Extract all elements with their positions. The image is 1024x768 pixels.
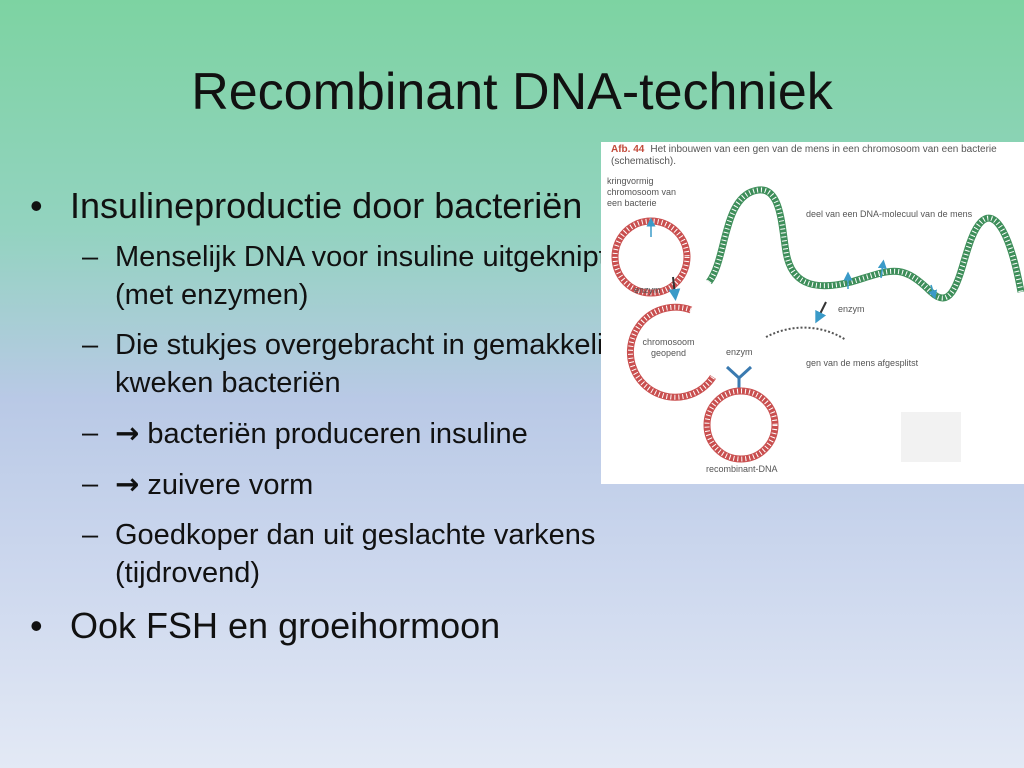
bullet-mark: •	[30, 605, 43, 646]
right-arrow-icon: →	[115, 416, 140, 450]
figure-number: Afb. 44	[611, 144, 645, 155]
sub-bullet-item: – Goedkoper dan uit geslachte varkens (t…	[30, 516, 670, 592]
bullet-text: Insulineproductie door bacteriën	[70, 185, 583, 226]
right-arrow-icon: →	[115, 467, 140, 501]
enzym-arrow	[668, 276, 681, 301]
sub-bullet-text: Goedkoper dan uit geslachte varkens (tij…	[115, 519, 596, 589]
bullet-item: • Ook FSH en groeihormoon	[30, 604, 670, 648]
label-enzym: enzym	[726, 347, 753, 357]
human-dna-strand	[706, 186, 1024, 302]
dash-mark: –	[82, 519, 99, 551]
sub-bullet-item: – →bacteriën produceren insuline	[30, 414, 670, 453]
label-enzym: enzym	[634, 285, 661, 295]
caption-text: Het inbouwen van een gen van de mens in …	[611, 144, 997, 167]
faint-background-shape	[901, 412, 961, 462]
slide-title: Recombinant DNA-techniek	[191, 63, 833, 121]
sub-bullet-text: Menselijk DNA voor insuline uitgeknipt (…	[115, 241, 607, 311]
enzym-arrow	[815, 301, 827, 324]
bullet-mark: •	[30, 185, 43, 226]
dna-diagram	[611, 186, 1024, 463]
sub-bullet-item: – →zuivere vorm	[30, 465, 670, 504]
human-gene	[765, 326, 847, 341]
label-recombinant: recombinant-DNA	[706, 464, 778, 474]
label-gene: gen van de mens afgesplitst	[806, 358, 919, 368]
dash-mark: –	[82, 329, 99, 361]
recombinant-dna-ring	[703, 387, 779, 463]
sub-bullet-text: zuivere vorm	[147, 469, 314, 501]
dash-mark: –	[82, 241, 99, 273]
label-opened: chromosoom geopend	[642, 337, 695, 358]
label-ring: kringvormig chromosoom van een bacterie	[607, 176, 677, 208]
label-dna-piece: deel van een DNA-molecuul van de mens	[806, 209, 973, 219]
label-enzym: enzym	[838, 304, 865, 314]
bullet-text: Ook FSH en groeihormoon	[70, 605, 501, 646]
bullet-item: • Insulineproductie door bacteriën	[30, 184, 670, 228]
sub-bullet-text: Die stukjes overgebracht in gemakkelijk …	[115, 329, 657, 399]
sub-bullet-text: bacteriën produceren insuline	[147, 418, 528, 450]
sub-bullet-item: – Menselijk DNA voor insuline uitgeknipt…	[30, 238, 670, 314]
dash-mark: –	[82, 417, 99, 449]
sub-bullet-item: – Die stukjes overgebracht in gemakkelij…	[30, 326, 670, 402]
cut-site-arrow	[928, 284, 938, 300]
cut-site-arrow	[877, 259, 887, 279]
bullet-list: • Insulineproductie door bacteriën – Men…	[30, 184, 670, 658]
opened-chromosome	[626, 303, 716, 401]
dash-mark: –	[82, 468, 99, 500]
